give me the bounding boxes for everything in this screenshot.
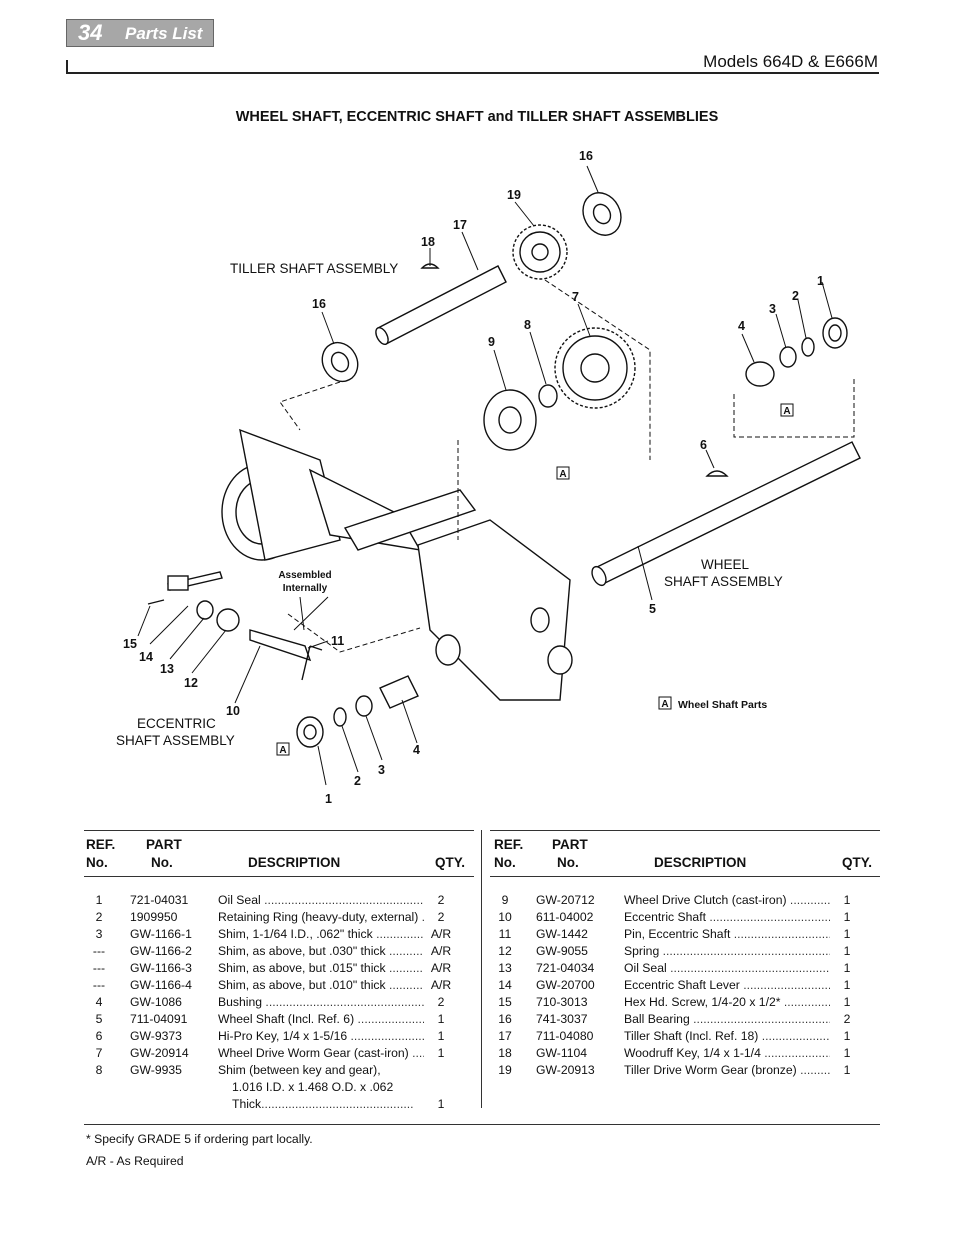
marker-a-middle: A bbox=[559, 469, 566, 480]
upper-right-seal-group bbox=[745, 317, 848, 387]
tiller-shaft-label: TILLER SHAFT ASSEMBLY bbox=[230, 261, 398, 276]
callout-17: 17 bbox=[453, 218, 467, 232]
callout-4-top: 4 bbox=[738, 319, 745, 333]
callout-2-bottom: 2 bbox=[354, 774, 361, 788]
callout-2-top: 2 bbox=[792, 289, 799, 303]
assembled-label-2: Internally bbox=[283, 583, 328, 594]
wheel-shaft-label-2: SHAFT ASSEMBLY bbox=[664, 574, 783, 589]
table-rule bbox=[490, 830, 880, 831]
hdr-ref: REF.No. bbox=[494, 837, 524, 870]
header-tick bbox=[66, 60, 68, 73]
table-rule bbox=[490, 876, 880, 877]
callout-8: 8 bbox=[524, 318, 531, 332]
gearbox-housing bbox=[221, 428, 573, 701]
models-label: Models 664D & E666M bbox=[703, 52, 878, 71]
callout-7: 7 bbox=[572, 290, 579, 304]
header-tab bbox=[66, 19, 214, 47]
hdr-ref: REF.No. bbox=[86, 837, 116, 870]
callout-3-bottom: 3 bbox=[378, 763, 385, 777]
callout-1-top: 1 bbox=[817, 274, 824, 288]
marker-a-top: A bbox=[783, 406, 790, 417]
table-rule bbox=[84, 830, 474, 831]
exploded-diagram: 16 19 17 18 16 7 8 9 6 1 2 3 4 5 1 2 3 4… bbox=[116, 149, 861, 806]
page-number: 34 bbox=[78, 20, 103, 45]
ball-bearing-left bbox=[321, 341, 359, 383]
callout-14: 14 bbox=[139, 650, 153, 664]
section-title: Parts List bbox=[125, 24, 203, 43]
eccentric-shaft-parts bbox=[147, 571, 323, 681]
marker-a-bottom: A bbox=[279, 745, 286, 756]
legend-text: Wheel Shaft Parts bbox=[678, 699, 767, 711]
callout-9: 9 bbox=[488, 335, 495, 349]
hdr-qty: QTY. bbox=[435, 855, 466, 870]
callout-1-bottom: 1 bbox=[325, 792, 332, 806]
callout-16-left: 16 bbox=[312, 297, 326, 311]
shim-8 bbox=[538, 384, 558, 408]
callout-5: 5 bbox=[649, 602, 656, 616]
callout-4-bottom: 4 bbox=[413, 743, 420, 757]
hdr-description: DESCRIPTION bbox=[654, 855, 747, 870]
wheel-drive-worm-gear bbox=[554, 327, 636, 409]
bottom-rule bbox=[84, 1124, 880, 1125]
callout-3-top: 3 bbox=[769, 302, 776, 316]
callout-19: 19 bbox=[507, 188, 521, 202]
callout-11: 11 bbox=[331, 634, 344, 648]
eccentric-label-2: SHAFT ASSEMBLY bbox=[116, 733, 235, 748]
callout-10: 10 bbox=[226, 704, 240, 718]
legend-marker: A bbox=[661, 699, 668, 710]
footnote-ar: A/R - As Required bbox=[86, 1154, 184, 1168]
wheel-shaft bbox=[591, 441, 861, 587]
table-row: 8 GW-9935 Shim (between key and gear), 1… bbox=[95, 1063, 445, 1111]
callout-15: 15 bbox=[123, 637, 137, 651]
hdr-qty: QTY. bbox=[842, 855, 873, 870]
wheel-drive-clutch bbox=[483, 389, 537, 451]
callout-12: 12 bbox=[184, 676, 198, 690]
hi-pro-key bbox=[705, 470, 729, 477]
wheel-shaft-label-1: WHEEL bbox=[701, 557, 750, 572]
header-rule bbox=[66, 72, 879, 74]
table-rule bbox=[84, 876, 474, 877]
footnote-grade: * Specify GRADE 5 if ordering part local… bbox=[86, 1132, 313, 1146]
callout-13: 13 bbox=[160, 662, 174, 676]
callout-18: 18 bbox=[421, 235, 435, 249]
assembled-label-1: Assembled bbox=[278, 570, 331, 581]
tiller-worm-gear bbox=[512, 224, 568, 280]
hdr-description: DESCRIPTION bbox=[248, 855, 341, 870]
eccentric-label-1: ECCENTRIC bbox=[137, 716, 216, 731]
column-divider bbox=[481, 830, 482, 1108]
tiller-shaft bbox=[375, 265, 507, 345]
lower-seal-group bbox=[296, 675, 419, 748]
callout-16-top: 16 bbox=[579, 149, 593, 163]
figure-title: WHEEL SHAFT, ECCENTRIC SHAFT and TILLER … bbox=[235, 109, 719, 125]
callout-6: 6 bbox=[700, 438, 707, 452]
ball-bearing-top bbox=[582, 192, 622, 236]
